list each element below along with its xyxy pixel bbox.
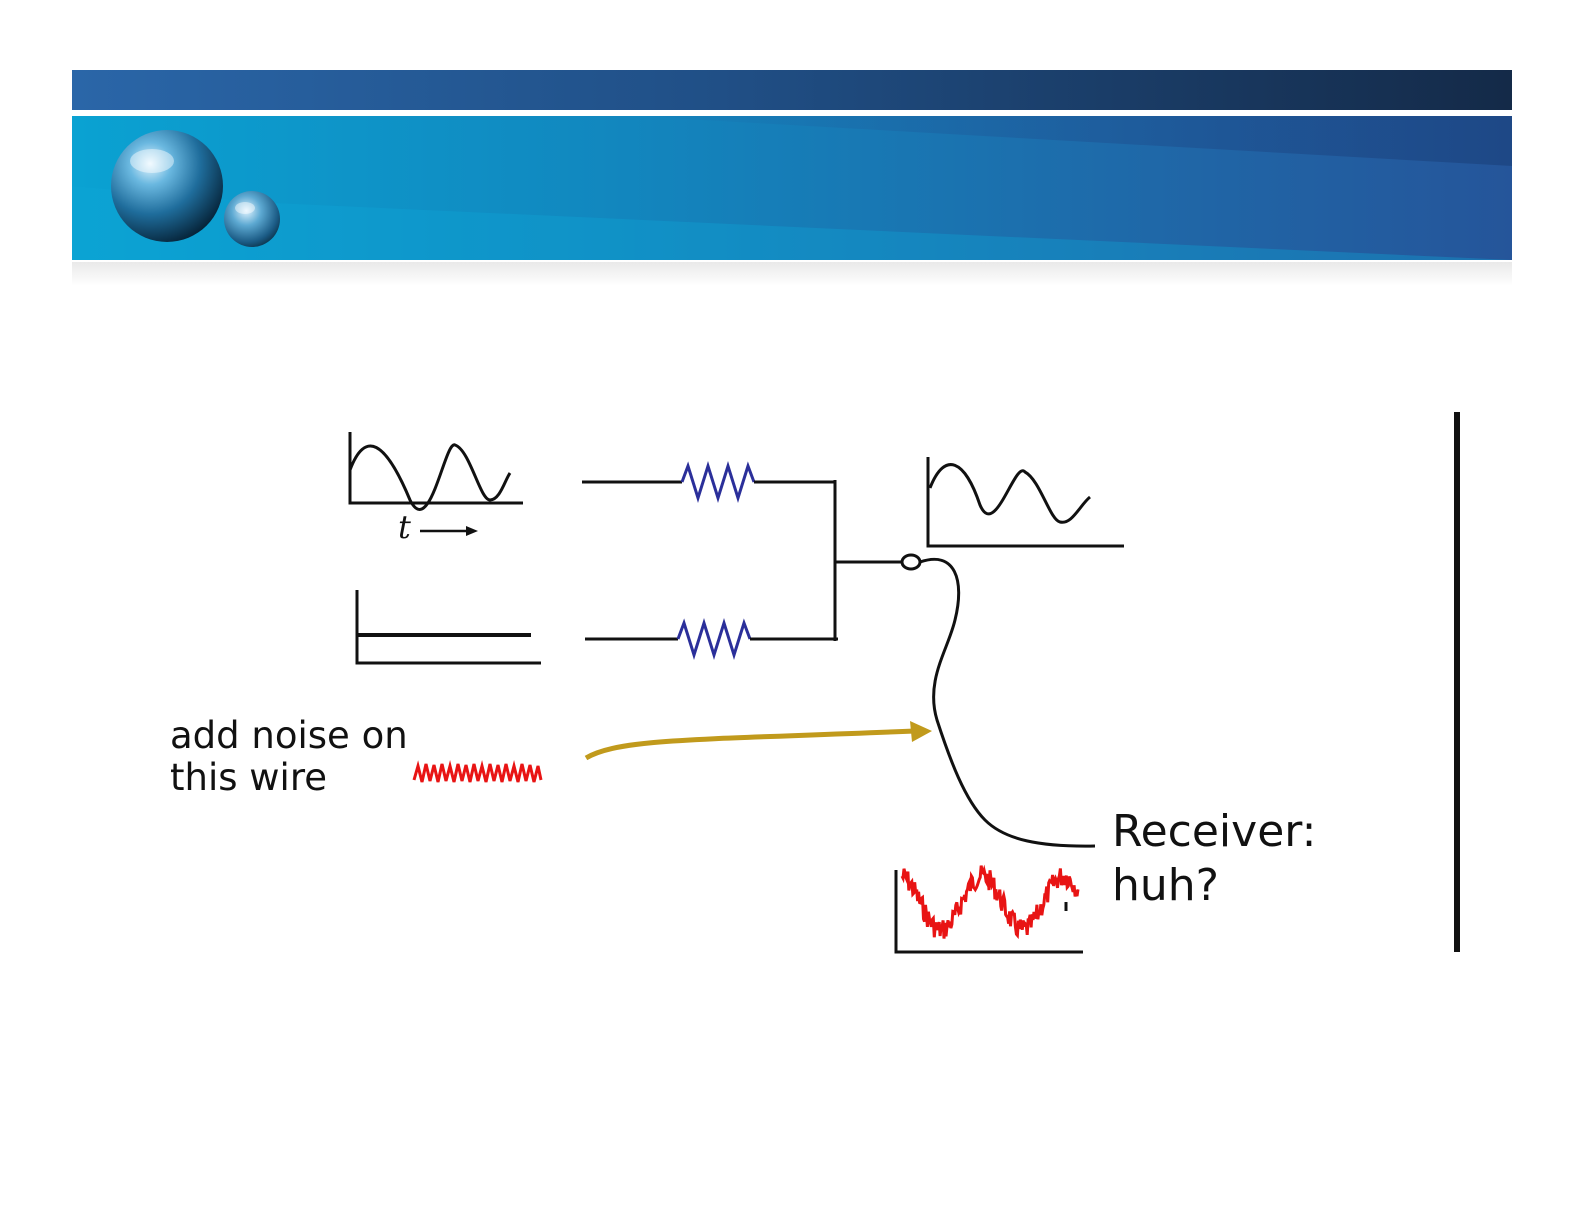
input-sine-axes bbox=[350, 432, 523, 503]
input-constant-axes bbox=[357, 590, 541, 663]
noise-note-line-2: this wire bbox=[170, 756, 327, 799]
time-arrow bbox=[420, 526, 478, 536]
input-sine-plot bbox=[350, 432, 523, 509]
top-resistor bbox=[682, 466, 754, 498]
bottom-branch bbox=[585, 623, 838, 655]
output-sine-axes bbox=[928, 457, 1124, 546]
receiver-note-line-1: Receiver: bbox=[1112, 806, 1316, 857]
long-cable bbox=[920, 559, 1095, 846]
receiver-note-line-2: huh? bbox=[1112, 860, 1219, 911]
time-axis-label: t bbox=[398, 508, 411, 546]
input-constant-plot bbox=[357, 590, 541, 663]
input-sine-wave bbox=[350, 445, 510, 510]
noise-note-line-1: add noise on bbox=[170, 714, 408, 757]
output-node bbox=[902, 555, 920, 569]
noise-arrow bbox=[586, 721, 932, 758]
received-noisy-plot bbox=[896, 866, 1083, 952]
received-noisy-wave bbox=[902, 866, 1078, 939]
output-sine-plot bbox=[928, 457, 1124, 546]
junction bbox=[835, 480, 920, 641]
top-branch bbox=[582, 466, 835, 498]
bottom-resistor bbox=[678, 623, 750, 655]
noise-sample-icon bbox=[414, 764, 541, 782]
output-sine-wave bbox=[930, 465, 1090, 523]
